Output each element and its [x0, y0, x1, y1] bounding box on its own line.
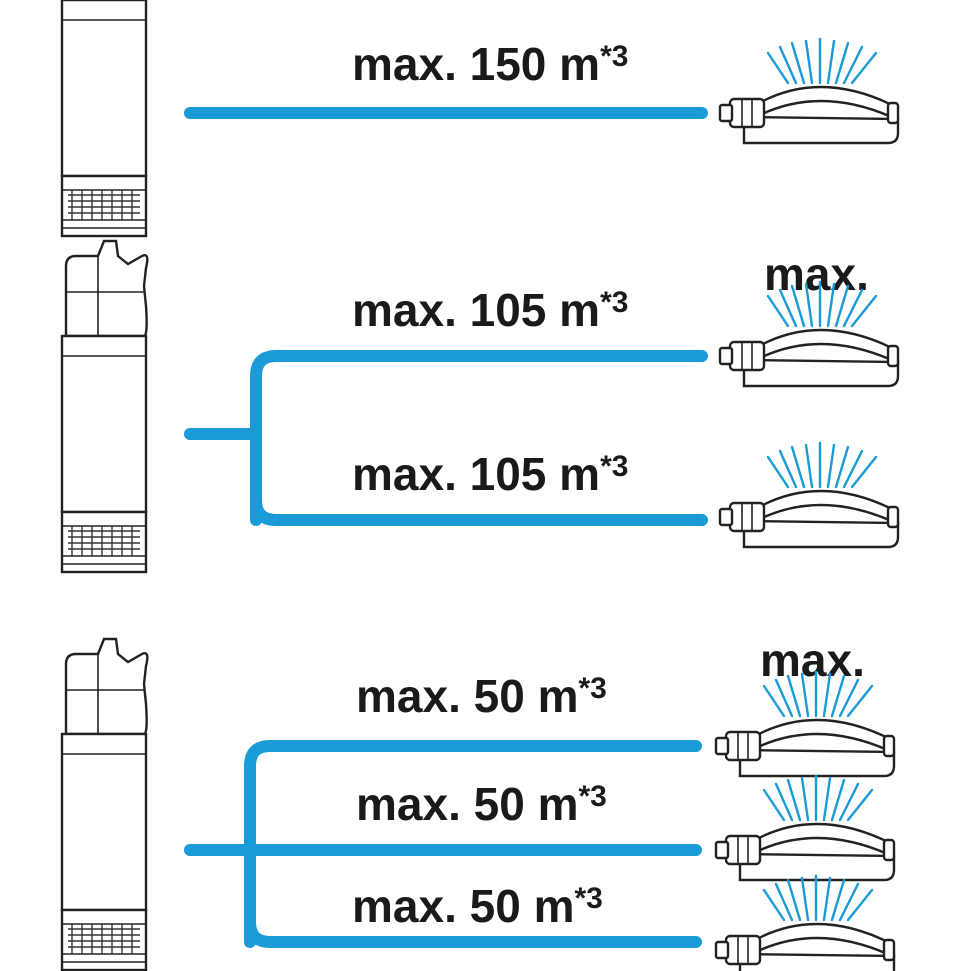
submersible-pump-icon	[60, 239, 149, 574]
scenario-1: max. 150 m*3	[60, 0, 900, 238]
scenario-2: max. max. 105 m*3 max. 105 m*3	[60, 239, 900, 574]
oscillating-sprinkler-icon	[718, 441, 900, 549]
submersible-pump-icon	[60, 0, 149, 238]
length-label: max. 50 m*3	[356, 670, 607, 722]
hose-line	[184, 350, 708, 526]
oscillating-sprinkler-icon	[718, 37, 900, 145]
submersible-pump-icon	[60, 637, 149, 971]
max-label: max.	[760, 634, 865, 686]
oscillating-sprinkler-icon	[714, 670, 896, 778]
scenario-3: max. max. 50 m*3 max. 50 m*3 max. 50 m*3	[60, 634, 896, 971]
hose-line	[184, 740, 702, 948]
length-label: max. 105 m*3	[352, 284, 628, 336]
oscillating-sprinkler-icon	[718, 280, 900, 388]
oscillating-sprinkler-icon	[714, 774, 896, 882]
length-label: max. 50 m*3	[356, 778, 607, 830]
length-label: max. 50 m*3	[352, 880, 603, 932]
oscillating-sprinkler-icon	[714, 874, 896, 971]
length-label: max. 105 m*3	[352, 448, 628, 500]
length-label: max. 150 m*3	[352, 38, 628, 90]
